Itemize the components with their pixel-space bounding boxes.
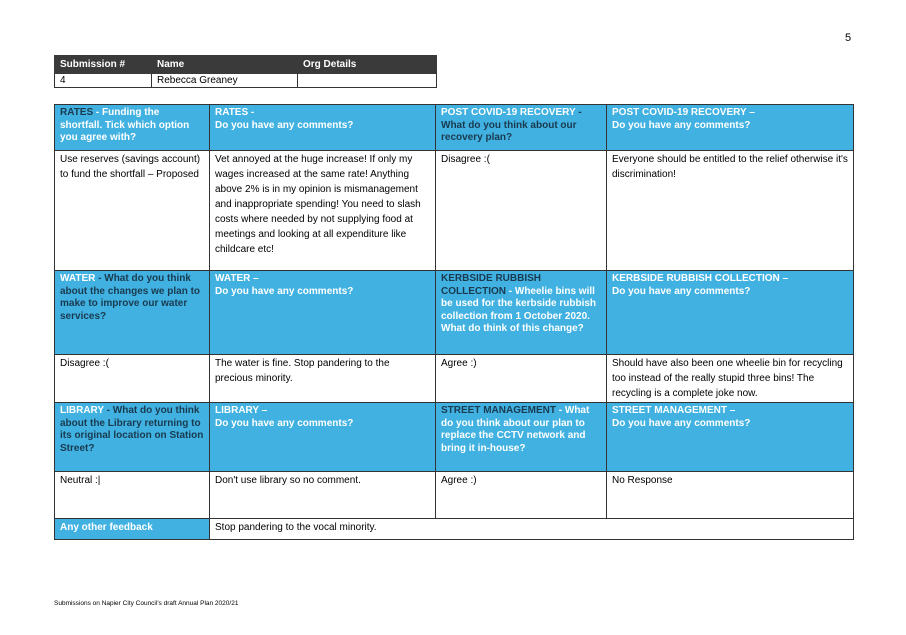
rates-topic: RATES (60, 107, 94, 118)
kerbside-comments-header: KERBSIDE RUBBISH COLLECTION – Do you hav… (606, 270, 854, 355)
submission-number-header: Submission # (54, 55, 152, 74)
water-comments-text: Do you have any comments? (215, 285, 354, 297)
question-row-rates-covid: RATES - Funding the shortfall. Tick whic… (54, 104, 854, 151)
rates-answer: Use reserves (savings account) to fund t… (54, 150, 210, 271)
street-comment: No Response (606, 471, 854, 519)
library-comments-topic: LIBRARY – (215, 405, 268, 416)
page-number: 5 (845, 32, 852, 44)
rates-question-text: - Funding the shortfall. Tick which opti… (60, 107, 190, 143)
street-topic: STREET MANAGEMENT (441, 405, 556, 416)
water-comment: The water is fine. Stop pandering to the… (209, 354, 436, 403)
other-feedback-label: Any other feedback (54, 518, 210, 540)
street-comments-text: Do you have any comments? (612, 417, 751, 429)
covid-comments-text: Do you have any comments? (612, 119, 751, 131)
rates-question-header: RATES - Funding the shortfall. Tick whic… (54, 104, 210, 151)
submission-value-row: 4 Rebecca Greaney (54, 73, 437, 88)
street-comments-header: STREET MANAGEMENT – Do you have any comm… (606, 402, 854, 472)
answer-row-library-street: Neutral :| Don't use library so no comme… (54, 471, 854, 519)
water-topic: WATER (60, 273, 96, 284)
street-comments-topic: STREET MANAGEMENT – (612, 405, 736, 416)
covid-question-header: POST COVID-19 RECOVERY - What do you thi… (435, 104, 607, 151)
library-question-text: - What do you think about the Library re… (60, 405, 204, 454)
rates-comment: Vet annoyed at the huge increase! If onl… (209, 150, 436, 271)
other-feedback-row: Any other feedback Stop pandering to the… (54, 518, 854, 540)
name-value: Rebecca Greaney (151, 73, 298, 88)
feedback-table: RATES - Funding the shortfall. Tick whic… (54, 104, 854, 540)
submission-table: Submission # Name Org Details 4 Rebecca … (54, 55, 437, 88)
other-feedback-value: Stop pandering to the vocal minority. (209, 518, 854, 540)
kerbside-comment: Should have also been one wheelie bin fo… (606, 354, 854, 403)
water-comments-header: WATER – Do you have any comments? (209, 270, 436, 355)
street-answer: Agree :) (435, 471, 607, 519)
water-question-header: WATER - What do you think about the chan… (54, 270, 210, 355)
rates-comments-topic: RATES - (215, 107, 255, 118)
covid-comments-topic: POST COVID-19 RECOVERY – (612, 107, 755, 118)
org-details-header: Org Details (297, 55, 437, 74)
question-row-water-kerbside: WATER - What do you think about the chan… (54, 270, 854, 355)
question-row-library-street: LIBRARY - What do you think about the Li… (54, 402, 854, 472)
kerbside-comments-text: Do you have any comments? (612, 285, 751, 297)
kerbside-comments-topic: KERBSIDE RUBBISH COLLECTION – (612, 273, 789, 284)
name-header: Name (151, 55, 298, 74)
kerbside-question-header: KERBSIDE RUBBISH COLLECTION - Wheelie bi… (435, 270, 607, 355)
rates-comments-text: Do you have any comments? (215, 119, 354, 131)
street-question-header: STREET MANAGEMENT - What do you think ab… (435, 402, 607, 472)
library-question-header: LIBRARY - What do you think about the Li… (54, 402, 210, 472)
kerbside-topic: KERBSIDE RUBBISH COLLECTION (441, 273, 542, 297)
library-comment: Don't use library so no comment. (209, 471, 436, 519)
covid-comment: Everyone should be entitled to the relie… (606, 150, 854, 271)
water-question-text: - What do you think about the changes we… (60, 273, 201, 322)
library-topic: LIBRARY (60, 405, 104, 416)
org-details-value (297, 73, 437, 88)
answer-row-water-kerbside: Disagree :( The water is fine. Stop pand… (54, 354, 854, 403)
covid-question-text: - What do you think about our recovery p… (441, 107, 582, 143)
library-answer: Neutral :| (54, 471, 210, 519)
covid-comments-header: POST COVID-19 RECOVERY – Do you have any… (606, 104, 854, 151)
street-question-text: - What do you think about our plan to re… (441, 405, 590, 454)
submission-number-value: 4 (54, 73, 152, 88)
covid-answer: Disagree :( (435, 150, 607, 271)
rates-comments-header: RATES - Do you have any comments? (209, 104, 436, 151)
kerbside-question-text: - Wheelie bins will be used for the kerb… (441, 285, 597, 335)
footer-text: Submissions on Napier City Council's dra… (54, 600, 239, 607)
answer-row-rates-covid: Use reserves (savings account) to fund t… (54, 150, 854, 271)
water-comments-topic: WATER – (215, 273, 259, 284)
covid-topic: POST COVID-19 RECOVERY (441, 107, 576, 118)
kerbside-answer: Agree :) (435, 354, 607, 403)
water-answer: Disagree :( (54, 354, 210, 403)
submission-header-row: Submission # Name Org Details (54, 55, 437, 74)
library-comments-text: Do you have any comments? (215, 417, 354, 429)
library-comments-header: LIBRARY – Do you have any comments? (209, 402, 436, 472)
